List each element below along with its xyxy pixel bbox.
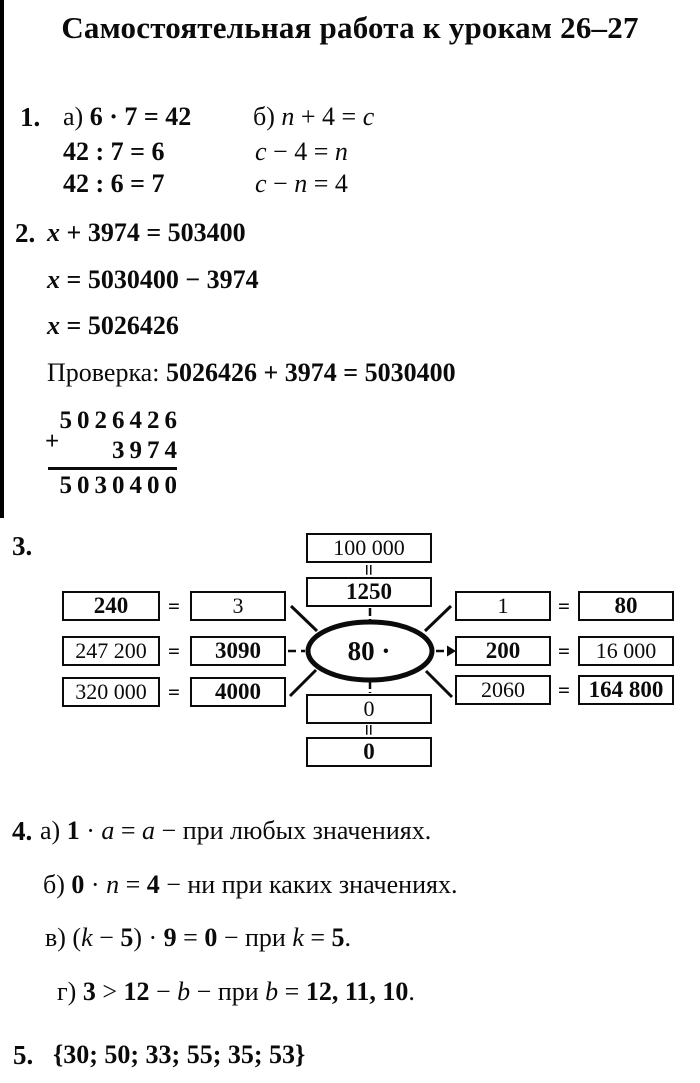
diagram-box-left-product-2: 247 200 [62, 636, 160, 666]
connector-upper-right-icon [423, 604, 453, 633]
p2-step-1: x = 5030400 − 3974 [47, 265, 259, 294]
p4-line-a: а) 1 · a = a − при любых значениях. [40, 816, 432, 845]
diagram-box-top-product: 100 000 [306, 533, 432, 563]
connector-upper-left-icon [289, 604, 319, 633]
p1-line-a3: 42 : 6 = 7 [63, 169, 165, 198]
diagram-box-left-factor-2: 3090 [190, 636, 286, 666]
p1-line-b2: c − 4 = n [255, 137, 348, 166]
p1-line-b3: c − n = 4 [255, 169, 348, 198]
diagram-connectors [288, 604, 456, 699]
diagram-box-right-product-3: 164 800 [578, 675, 674, 705]
diagram-box-left-factor-3: 4000 [190, 677, 286, 707]
p4-line-v: в) (k − 5) · 9 = 0 − при k = 5. [45, 923, 352, 952]
connector-right-arrowhead-icon [447, 645, 456, 657]
equals-sign-right-1: = [558, 594, 570, 618]
diagram-box-right-factor-1: 1 [455, 591, 551, 621]
diagram-box-left-product-1: 240 [62, 591, 160, 621]
column-addition: + 5026426 3974 5030400 [45, 406, 177, 501]
diagram-box-bottom-factor: 0 [306, 694, 432, 724]
diagram-box-left-product-3: 320 000 [62, 677, 160, 707]
equals-sign-left-1: = [168, 594, 180, 618]
p2-equation: x + 3974 = 503400 [47, 218, 246, 247]
scan-edge-artifact [0, 0, 4, 518]
p1-line-b1: б) n + 4 = c [253, 102, 375, 131]
diagram-box-right-product-2: 16 000 [578, 636, 674, 666]
addend-1: 5026426 [59, 407, 182, 434]
addend-2: 3974 [112, 437, 182, 464]
equals-sign-right-3: = [558, 678, 570, 702]
multiplier-ellipse [305, 619, 435, 683]
diagram-box-left-factor-1: 3 [190, 591, 286, 621]
sum-rule [48, 467, 177, 470]
page-title: Самостоятельная работа к урокам 26–27 [61, 10, 639, 45]
equals-sign-left-2: = [168, 639, 180, 663]
p1-line-a2: 42 : 7 = 6 [63, 137, 165, 166]
equals-sign-right-2: = [558, 639, 570, 663]
diagram-box-bottom-product: 0 [306, 737, 432, 767]
p2-step-2: x = 5026426 [47, 311, 179, 340]
problem-2-number: 2. [15, 218, 36, 248]
diagram-center-multiplier: 80 · [347, 636, 391, 666]
problem-5-number: 5. [13, 1040, 34, 1070]
problem-4-number: 4. [12, 816, 33, 846]
problem-1-number: 1. [20, 102, 41, 132]
sum-value: 5030400 [59, 472, 182, 499]
problem-3-number: 3. [12, 531, 33, 561]
diagram-box-right-product-1: 80 [578, 591, 674, 621]
diagram-box-right-factor-3: 2060 [455, 675, 551, 705]
plus-sign: + [45, 428, 60, 455]
diagram-box-top-factor: 1250 [306, 577, 432, 607]
equals-sign-left-3: = [168, 680, 180, 704]
p1-line-a1: а) 6 · 7 = 42 [63, 102, 192, 131]
connector-lower-right-icon [424, 669, 454, 699]
diagram-box-right-factor-2: 200 [455, 636, 551, 666]
p5-number-set: {30; 50; 33; 55; 35; 53} [53, 1040, 306, 1069]
p2-check-line: Проверка: 5026426 + 3974 = 5030400 [47, 358, 456, 387]
p4-line-b: б) 0 · n = 4 − ни при каких значениях. [43, 870, 458, 899]
connector-lower-left-icon [288, 668, 318, 698]
p4-line-g: г) 3 > 12 − b − при b = 12, 11, 10. [57, 977, 415, 1006]
